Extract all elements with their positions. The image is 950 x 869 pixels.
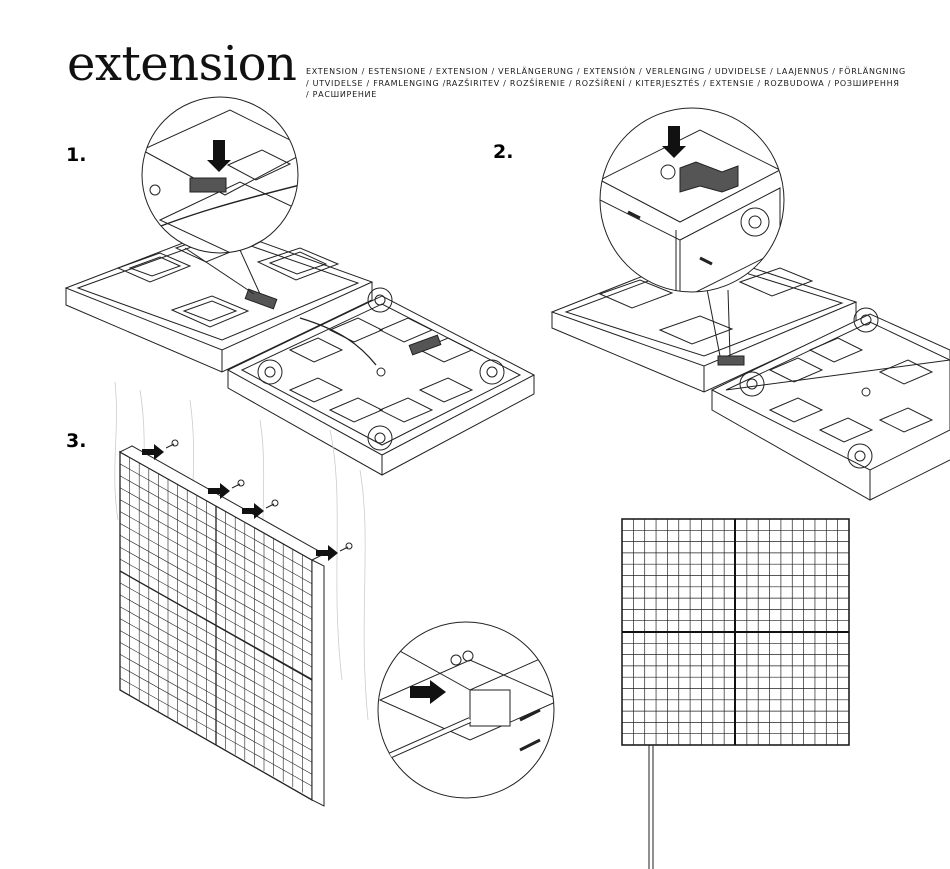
screw-icon-2	[231, 479, 245, 489]
step1-illustration	[64, 96, 536, 476]
step3-mounting-arrows	[142, 439, 353, 561]
step3-front-view	[621, 518, 850, 869]
step3-cable-zoom	[377, 621, 555, 799]
step-number-2: 2.	[493, 141, 514, 163]
right-arrow-icon	[142, 444, 164, 460]
right-arrow-icon-4	[316, 545, 338, 561]
right-arrow-icon-5	[410, 680, 446, 704]
step-number-1: 1.	[66, 144, 87, 166]
step2-zoom-callout	[599, 107, 785, 357]
step1-right-panel-cells	[257, 287, 505, 451]
down-arrow-icon	[207, 140, 231, 172]
step2-illustration	[550, 107, 950, 501]
page-title: extension	[67, 36, 297, 92]
step3-wall-panels	[118, 445, 326, 807]
title-translations: extension / estensione / extension / ver…	[306, 67, 906, 99]
step-number-3: 3.	[66, 430, 87, 452]
screw-icon	[165, 439, 179, 449]
step1-connector	[244, 288, 278, 310]
step2-zoom-bridge	[679, 161, 739, 193]
right-arrow-icon-2	[208, 483, 230, 499]
right-arrow-icon-3	[242, 503, 264, 519]
step1-left-panel	[64, 227, 374, 373]
step2-right-panel	[710, 307, 950, 501]
step3-grid-lines	[119, 457, 313, 793]
screw-icon-4	[339, 542, 353, 552]
step3-illustration	[114, 381, 850, 869]
screw-icon-3	[265, 499, 279, 509]
step1-connector-2	[408, 334, 442, 356]
down-arrow-icon-2	[662, 126, 686, 158]
step1-right-panel	[226, 287, 536, 476]
step1-zoom-connector	[189, 177, 227, 193]
step1-zoom-callout	[141, 96, 299, 295]
step2-bridge-connector	[717, 355, 745, 366]
